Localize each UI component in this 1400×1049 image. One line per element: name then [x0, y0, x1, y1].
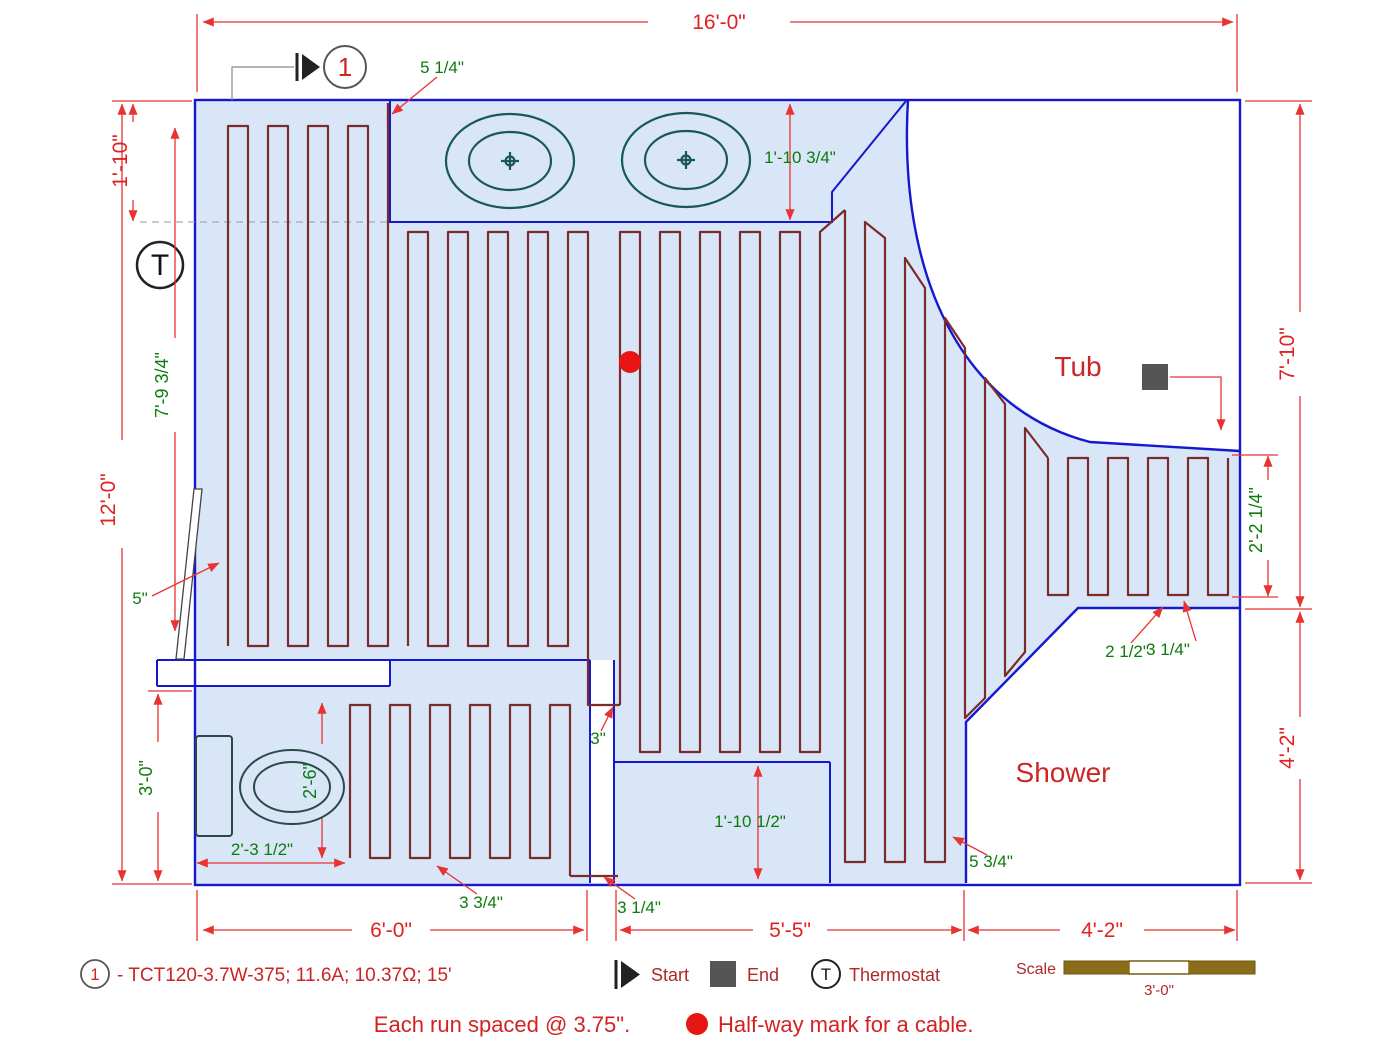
- cable-zone-strip: [1046, 456, 1230, 597]
- dim-left-height-label: 12'-0": [97, 473, 120, 527]
- cable-zone-toilet-room: [348, 703, 572, 876]
- scale-bar: Scale 3'-0": [1016, 960, 1256, 999]
- start-leader: [231, 66, 294, 100]
- dim-toilet-room-label: 3'-0": [136, 760, 156, 796]
- ann-shower-gap: 5 3/4": [952, 836, 1013, 871]
- sink-right-icon: [620, 111, 752, 209]
- wall-band-edge: [156, 659, 590, 687]
- circuit-badge: 1: [323, 45, 367, 89]
- halfway-note: Half-way mark for a cable.: [718, 1012, 974, 1037]
- dim-top-width-label: 16'-0": [692, 11, 746, 34]
- dim-right-lower-label: 4'-2": [1276, 727, 1299, 769]
- ann-run-gap-a: 3 3/4": [436, 865, 503, 912]
- dim-bottom-right: 4'-2": [967, 890, 1238, 942]
- dim-bottom-right-label: 4'-2": [1081, 919, 1123, 942]
- scale-label: Scale: [1016, 961, 1056, 978]
- doorway-edge: [589, 660, 615, 883]
- dim-toilet-offset: 2'-3 1/2": [196, 840, 346, 868]
- legend-start-label: Start: [651, 965, 689, 985]
- halfway-dot: [619, 351, 641, 373]
- legend-circuit-number: 1: [90, 965, 99, 984]
- end-marker-icon: [1142, 364, 1168, 390]
- dim-right-strip: 2'-2 1/4": [1232, 454, 1278, 598]
- cable-zone-center-left: [406, 230, 620, 707]
- ann-start-offset-label: 5 1/4": [420, 58, 464, 77]
- thermostat-letter: T: [151, 249, 169, 282]
- dim-toilet-room-height: 3'-0": [136, 690, 192, 882]
- legend-thermostat-letter: T: [821, 965, 831, 984]
- shower-label: Shower: [1016, 757, 1111, 788]
- wall-band: [157, 660, 390, 686]
- ann-strip-gap-a: 2 1/2": [1105, 606, 1164, 661]
- tub-label: Tub: [1054, 351, 1101, 382]
- dim-vanity-right: 1'-10 3/4": [764, 103, 836, 221]
- end-marker-leader: [1170, 376, 1226, 431]
- dim-blank-area-label: 1'-10 1/2": [714, 812, 786, 831]
- footer-notes: Each run spaced @ 3.75". Half-way mark f…: [374, 1012, 974, 1037]
- dim-left-runs-height: 7'-9 3/4": [152, 127, 180, 632]
- legend-end-label: End: [747, 965, 779, 985]
- legend-cable-spec: - TCT120-3.7W-375; 11.6A; 10.37Ω; 15': [117, 965, 452, 986]
- dim-bottom-left-label: 6'-0": [370, 919, 412, 942]
- vanity-sinks: [444, 111, 752, 210]
- ann-strip-gap-b-label: 3 1/4": [1146, 640, 1190, 659]
- dim-toilet-offset-label: 2'-3 1/2": [231, 840, 293, 859]
- cable-zone-center: [618, 209, 846, 754]
- ann-run-gap-b: 3 1/4": [603, 876, 661, 917]
- sink-left-icon: [444, 112, 576, 210]
- dim-bottom-left: 6'-0": [196, 890, 588, 942]
- dim-right-strip-label: 2'-2 1/4": [1246, 487, 1266, 553]
- blank-area-edge: [614, 761, 831, 883]
- legend-circuit-badge: 1: [80, 959, 110, 989]
- legend: 1 - TCT120-3.7W-375; 11.6A; 10.37Ω; 15' …: [80, 959, 1256, 999]
- halfway-dot-icon: [686, 1013, 708, 1035]
- dim-blank-area: 1'-10 1/2": [714, 765, 786, 880]
- legend-thermostat-label: Thermostat: [849, 965, 940, 985]
- dim-left-runs-label: 7'-9 3/4": [152, 352, 172, 418]
- spacing-note: Each run spaced @ 3.75".: [374, 1012, 630, 1037]
- legend-thermostat-icon: T: [811, 959, 841, 989]
- dim-vanity-depth: 1'-10": [109, 103, 138, 222]
- dim-left-height: 12'-0": [97, 100, 192, 885]
- dim-vanity-depth-label: 1'-10": [109, 134, 132, 188]
- ann-run-gap-a-label: 3 3/4": [459, 893, 503, 912]
- cable-zone-left: [226, 103, 390, 648]
- dim-bottom-middle: 5'-5": [615, 890, 965, 942]
- ann-start-offset: 5 1/4": [391, 58, 464, 115]
- dim-right-upper-label: 7'-10": [1276, 327, 1299, 381]
- tub-edge: [905, 99, 1241, 453]
- dim-right-lower: 4'-2": [1245, 611, 1312, 884]
- legend-end-icon: [710, 961, 736, 987]
- ann-doorway-crossing: 3": [590, 706, 614, 748]
- dim-top-width: 16'-0": [196, 11, 1238, 92]
- start-marker-icon: [295, 53, 320, 81]
- dim-toilet-runs-label: 2'-6": [300, 763, 320, 799]
- ann-wall-gap-label: 5": [132, 589, 148, 608]
- doorway-gap: [590, 660, 614, 883]
- thermostat-marker: T: [135, 240, 185, 290]
- ann-strip-gap-b: 3 1/4": [1146, 600, 1197, 659]
- ann-run-gap-b-label: 3 1/4": [617, 898, 661, 917]
- dim-toilet-runs: 2'-6": [300, 702, 327, 859]
- circuit-number: 1: [338, 52, 352, 82]
- shower-area: [966, 608, 1240, 885]
- heating-cable-runs: [226, 103, 1230, 878]
- ann-doorway-crossing-label: 3": [590, 729, 606, 748]
- dim-vanity-right-label: 1'-10 3/4": [764, 148, 836, 167]
- plan-markers: 1 T: [135, 45, 1226, 431]
- dim-right-upper: 7'-10": [1245, 100, 1312, 610]
- scale-value: 3'-0": [1144, 982, 1174, 999]
- toilet-icon: [195, 735, 345, 837]
- dim-bottom-middle-label: 5'-5": [769, 919, 811, 942]
- door-leaf: [175, 488, 203, 660]
- cable-zone-right: [843, 210, 1049, 864]
- ann-wall-gap: 5": [132, 562, 220, 608]
- legend-start-icon: [614, 960, 640, 989]
- ann-strip-gap-a-label: 2 1/2": [1105, 642, 1149, 661]
- ann-shower-gap-label: 5 3/4": [969, 852, 1013, 871]
